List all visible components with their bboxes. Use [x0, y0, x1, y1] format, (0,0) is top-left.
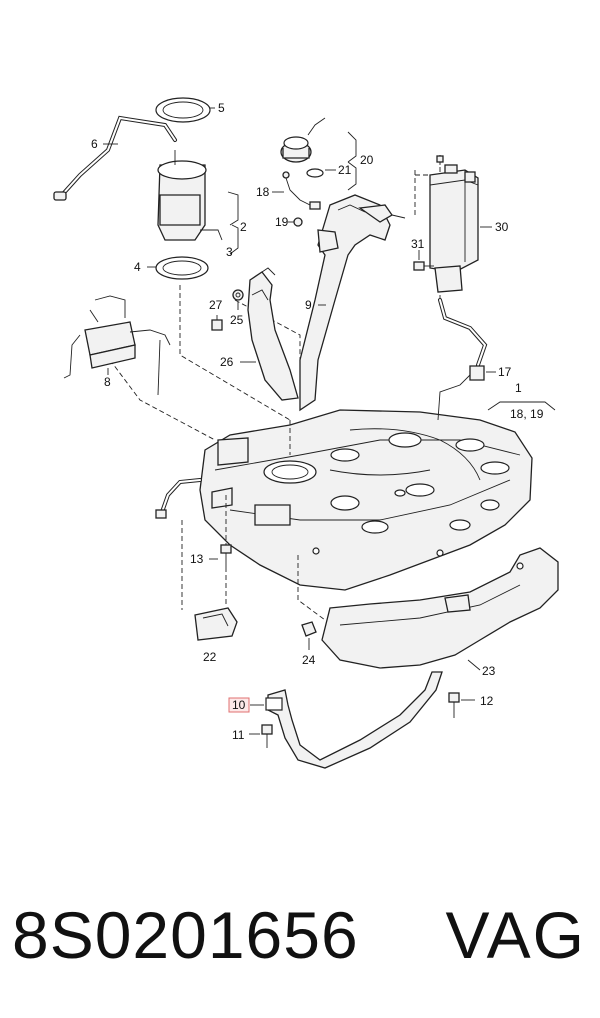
callout-1: 1 [515, 381, 522, 395]
part-11-bolt: 11 [232, 724, 273, 748]
part-number: 8S0201656 [12, 898, 359, 972]
brand-label: VAG [445, 898, 586, 972]
part-31-bolt: 31 [411, 237, 434, 271]
callout-25: 25 [230, 313, 244, 327]
highlight-box-10 [228, 697, 250, 713]
fuel-tank [199, 409, 533, 591]
parts-diagram: 5 6 2 3 4 8 [53, 97, 559, 769]
part-24-nut: 24 [301, 621, 317, 667]
tank-side-hose [155, 478, 202, 519]
callout-18: 18 [256, 185, 270, 199]
part-18-sensor: 18 19 [256, 171, 321, 229]
callout-21: 21 [338, 163, 352, 177]
part-9-filler-neck: 9 [299, 194, 406, 412]
callout-3: 3 [226, 245, 233, 259]
callout-24: 24 [302, 653, 316, 667]
part-13-bolt: 13 [190, 544, 232, 572]
callout-23: 23 [482, 664, 496, 678]
callout-26: 26 [220, 355, 234, 369]
part-30-carbon-canister: 30 [429, 155, 509, 293]
callout-22: 22 [203, 650, 217, 664]
part-4-locking-ring: 4 [134, 256, 209, 280]
part-12-bolt: 12 [448, 692, 494, 718]
part-6-fuel-line: 6 [53, 115, 177, 201]
callout-12: 12 [480, 694, 494, 708]
callout-10: 10 [232, 698, 246, 712]
callout-11: 11 [232, 728, 245, 742]
callout-18-19: 18, 19 [510, 407, 544, 421]
callout-27: 27 [209, 298, 223, 312]
part-8-control-unit: 8 [63, 295, 171, 396]
part-20-filler-cap: 21 20 [280, 117, 374, 191]
part-22-bracket: 22 [194, 607, 238, 664]
part-26-heat-shield: 26 25 27 [209, 267, 299, 401]
callout-13: 13 [190, 552, 204, 566]
part-10-retaining-strap: 10 [228, 671, 443, 769]
part-2-fuel-pump: 2 3 [157, 150, 247, 259]
part-17-vent-hose: 17 [437, 298, 512, 421]
callout-6: 6 [91, 137, 98, 151]
callout-19: 19 [275, 215, 289, 229]
footer: 8S0201656 VAG [0, 880, 600, 990]
part-5-seal-ring: 5 [155, 97, 225, 123]
callout-31: 31 [411, 237, 425, 251]
part-1-label: 1 18, 19 [487, 381, 556, 421]
callout-8: 8 [104, 375, 111, 389]
callout-20: 20 [360, 153, 374, 167]
callout-9: 9 [305, 298, 312, 312]
callout-5: 5 [218, 101, 225, 115]
callout-17: 17 [498, 365, 512, 379]
callout-4: 4 [134, 260, 141, 274]
callout-2: 2 [240, 220, 247, 234]
callout-30: 30 [495, 220, 509, 234]
part-23-heat-shield: 23 [321, 547, 559, 678]
